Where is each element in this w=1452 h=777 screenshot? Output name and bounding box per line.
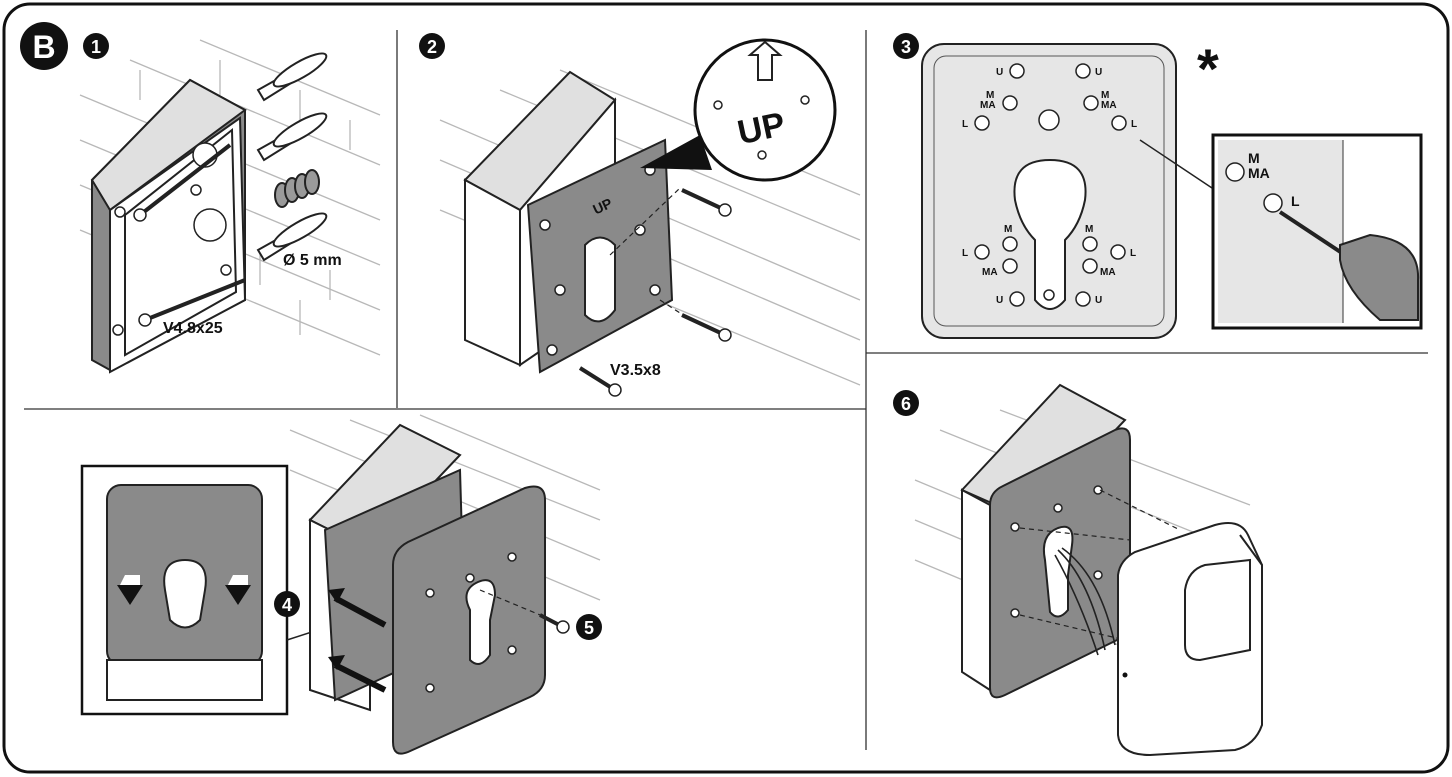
plate-up-mark: UP <box>590 195 614 218</box>
mounting-plate: UP <box>526 138 674 374</box>
screws-v35x8 <box>578 187 732 397</box>
step-6-number: 6 <box>901 394 911 414</box>
wall-box <box>90 78 247 374</box>
selector-cover <box>1117 522 1263 757</box>
down-arrow-icon <box>117 575 143 605</box>
hole-label-m: M <box>1101 90 1109 101</box>
hole-label-m: M <box>1004 224 1012 235</box>
screw-label-v48x25: V4.8x25 <box>163 320 223 337</box>
insertion-arrows <box>328 588 387 693</box>
panel-step-6: 6 <box>893 383 1263 757</box>
screw-label-v35x8: V3.5x8 <box>610 362 661 379</box>
up-zoom-callout: UP <box>640 38 837 182</box>
step-6-badge: 6 <box>893 390 919 416</box>
step-3-badge: 3 <box>893 33 919 59</box>
diameter-label: Ø 5 mm <box>283 252 342 269</box>
section-letter: B <box>32 29 55 65</box>
cover-dash-lines <box>1019 489 1181 641</box>
hole-label-u: U <box>996 295 1003 306</box>
step-4-badge: 4 <box>274 591 300 617</box>
asterisk-mark: * <box>1197 37 1219 100</box>
hole-label-l: L <box>1131 119 1137 130</box>
zoom-label-ma: MA <box>1248 165 1270 181</box>
screw-step-5 <box>479 589 570 634</box>
hole-label-l: L <box>962 119 968 130</box>
drill-icon <box>1339 233 1420 321</box>
keyhole-slot <box>1013 158 1087 310</box>
step-1-badge: 1 <box>83 33 109 59</box>
panel-step-4-5: 4 <box>80 414 602 755</box>
panel-step-3: 3 * U U M MA M MA L L M <box>893 33 1423 339</box>
coil-icon <box>274 169 320 208</box>
wall-plugs <box>256 52 328 262</box>
hole-label-l: L <box>1130 248 1136 259</box>
hole-label-m: M <box>986 90 994 101</box>
step-3-number: 3 <box>901 37 911 57</box>
step-1-number: 1 <box>91 37 101 57</box>
down-arrow-icon <box>225 575 251 605</box>
step-2-number: 2 <box>427 37 437 57</box>
hole-label-l: L <box>962 248 968 259</box>
step-5-number: 5 <box>584 618 594 638</box>
hole-label-ma: MA <box>980 100 996 111</box>
slide-inset <box>80 464 289 716</box>
drill-zoom-callout: M MA L <box>1211 133 1423 330</box>
screws-v48x25 <box>133 143 246 327</box>
panel-step-2: 2 UP <box>419 33 861 397</box>
hole-label-u: U <box>1095 67 1102 78</box>
hole-label-m: M <box>1085 224 1093 235</box>
zoom-label-l: L <box>1291 193 1300 209</box>
hole-label-ma: MA <box>1100 267 1116 278</box>
step-5-badge: 5 <box>576 614 602 640</box>
hole-label-ma: MA <box>982 267 998 278</box>
hole-label-u: U <box>1095 295 1102 306</box>
cover-plate <box>392 485 546 755</box>
panel-step-1: 1 <box>79 33 381 374</box>
zoom-label-m: M <box>1248 150 1260 166</box>
step-2-badge: 2 <box>419 33 445 59</box>
step-4-number: 4 <box>282 595 292 615</box>
section-badge: B <box>20 22 68 70</box>
hole-label-ma: MA <box>1101 100 1117 111</box>
hole-label-u: U <box>996 67 1003 78</box>
panel-dividers <box>24 30 1428 750</box>
hole-markers: U U M MA M MA L L M M L L MA MA <box>962 63 1137 307</box>
cables <box>1054 547 1116 656</box>
